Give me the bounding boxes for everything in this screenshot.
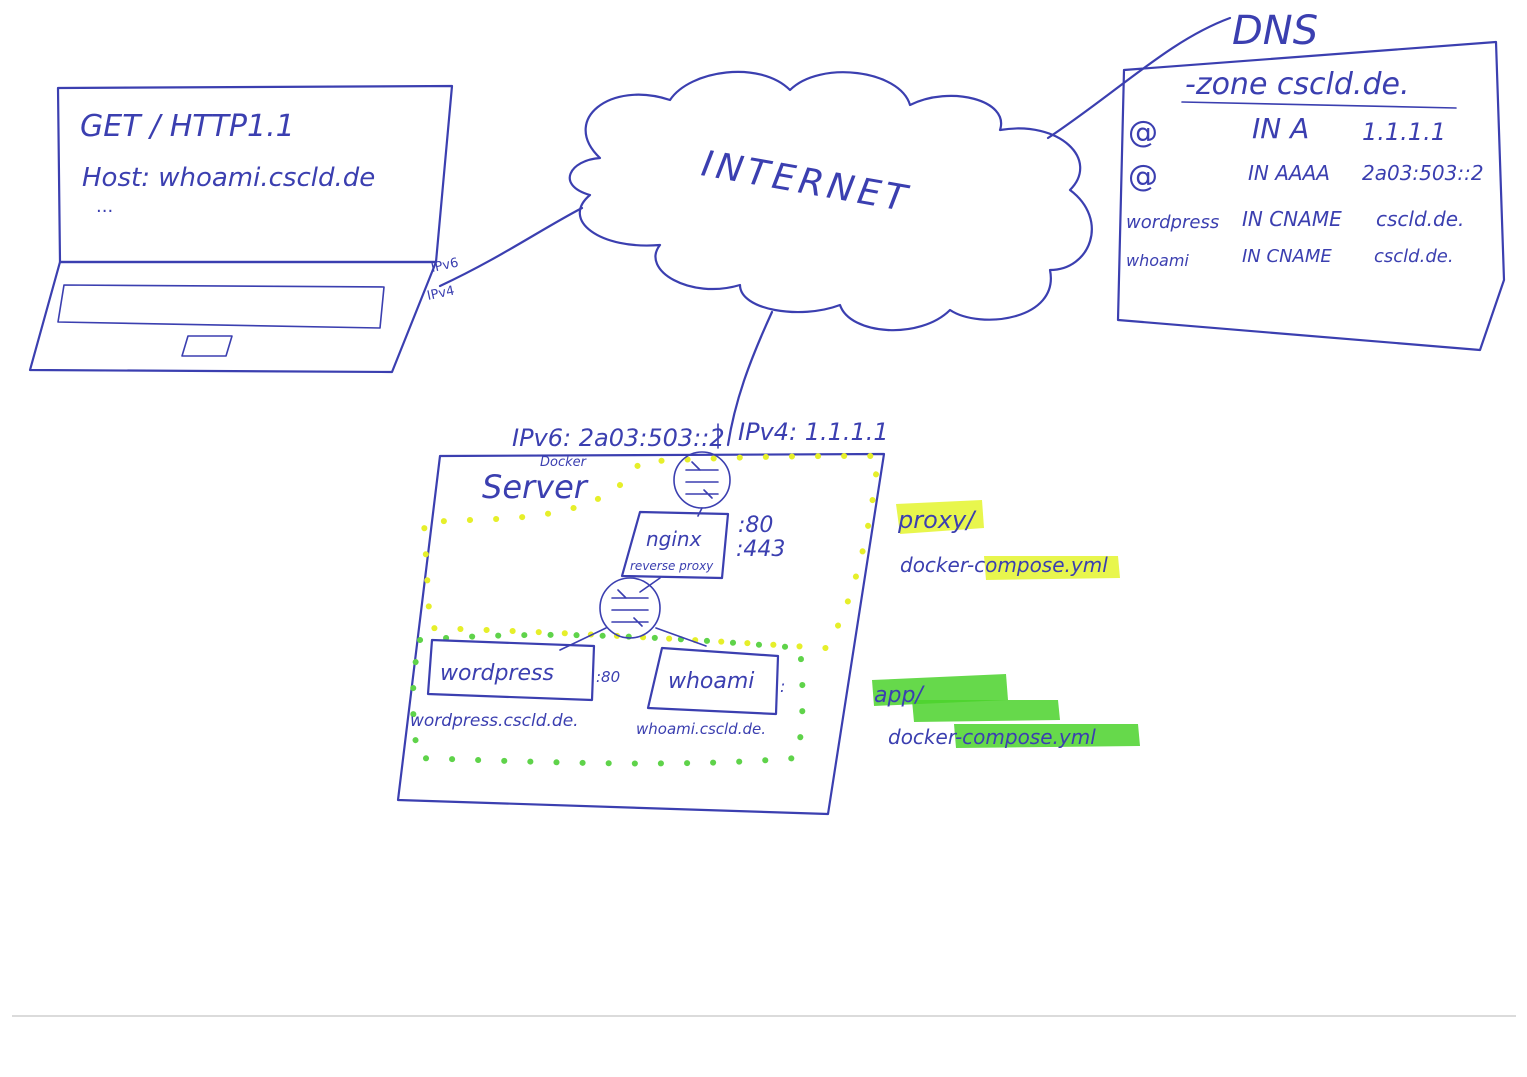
- whoami-box: [646, 646, 780, 716]
- dns-record-name: wordpress: [1126, 212, 1219, 233]
- dns-record-value: cscld.de.: [1374, 246, 1454, 267]
- proxy-file-highlight: [984, 556, 1120, 580]
- http-host-line: Host: whoami.cscld.de: [82, 163, 375, 193]
- dns-record-type: IN AAAA: [1248, 161, 1330, 185]
- dns-zone-box: [1116, 40, 1506, 352]
- internet-server-link: [726, 310, 774, 447]
- http-ellipsis: ...: [96, 196, 113, 217]
- whoami-host: whoami.cscld.de.: [636, 720, 766, 738]
- app-highlight: [872, 674, 1008, 706]
- dns-record-type: IN CNAME: [1242, 207, 1342, 231]
- dns-zone-name: -zone cscld.de.: [1185, 67, 1410, 102]
- laptop-base: [28, 260, 438, 374]
- app-highlight-mid: [912, 700, 1060, 722]
- router-icon: [599, 577, 661, 639]
- laptop: GET / HTTP1.1 Host: whoami.cscld.de ... …: [28, 84, 460, 374]
- nginx-port-80: :80: [738, 513, 773, 538]
- whoami-label: whoami: [668, 669, 754, 694]
- http-request-line: GET / HTTP1.1: [80, 109, 295, 144]
- laptop-touchpad: [181, 335, 233, 357]
- router-arrows: [611, 589, 649, 627]
- wordpress-label: wordpress: [440, 661, 554, 686]
- nginx-box: [620, 510, 730, 580]
- server-ipv6: IPv6: 2a03:503::2: [512, 424, 725, 452]
- docker-label: Docker: [540, 455, 588, 470]
- server: IPv6: 2a03:503::2 IPv4: 1.1.1.1 Docker S…: [396, 418, 889, 816]
- nginx-label: nginx: [646, 527, 702, 551]
- dns-title: DNS: [1232, 8, 1318, 54]
- wordpress-host: wordpress.cscld.de.: [410, 711, 579, 731]
- nginx-port-443: :443: [736, 537, 785, 562]
- whoami-port: :: [780, 677, 785, 696]
- laptop-internet-link: [438, 206, 584, 288]
- laptop-keyboard: [57, 284, 385, 329]
- router-link: [697, 507, 703, 517]
- dns-record-type: IN A: [1252, 112, 1309, 145]
- dns-record-value: cscld.de.: [1376, 207, 1464, 231]
- proxy-compose-file: docker-compose.yml: [900, 553, 1108, 577]
- dns-record-value: 2a03:503::2: [1362, 161, 1484, 185]
- ipv4-link-label: IPv4: [426, 283, 456, 303]
- wordpress-port: :80: [596, 668, 620, 686]
- router-icon: [673, 451, 731, 509]
- dns-zone: DNS -zone cscld.de. @ IN A 1.1.1.1 @ IN …: [1116, 8, 1506, 352]
- zone-underline: [1181, 101, 1457, 109]
- proxy-dir: proxy/: [897, 506, 977, 534]
- server-label: Server: [482, 468, 589, 506]
- dns-record-type: IN CNAME: [1242, 246, 1332, 267]
- app-file-highlight: [954, 724, 1140, 748]
- router-branches: [559, 627, 707, 651]
- dns-record-name: @: [1128, 115, 1158, 150]
- dns-record-value: 1.1.1.1: [1362, 118, 1446, 146]
- ipv6-link-label: IPv6: [430, 255, 460, 275]
- server-ipv4: IPv4: 1.1.1.1: [738, 418, 889, 446]
- proxy-highlight: [896, 500, 984, 534]
- app-dir: app/: [874, 683, 925, 708]
- dns-record-name: @: [1128, 159, 1158, 194]
- compose-legend: proxy/ docker-compose.yml app/ docker-co…: [872, 500, 1140, 749]
- dns-record-name: whoami: [1126, 251, 1189, 270]
- internet-label: INTERNET: [698, 143, 913, 220]
- wordpress-box: [426, 638, 596, 702]
- nginx-sublabel: reverse proxy: [630, 559, 714, 573]
- internet-cloud: INTERNET: [568, 70, 1093, 332]
- router-arrows: [685, 461, 719, 499]
- app-compose-file: docker-compose.yml: [888, 725, 1096, 749]
- cloud-outline: [568, 70, 1093, 332]
